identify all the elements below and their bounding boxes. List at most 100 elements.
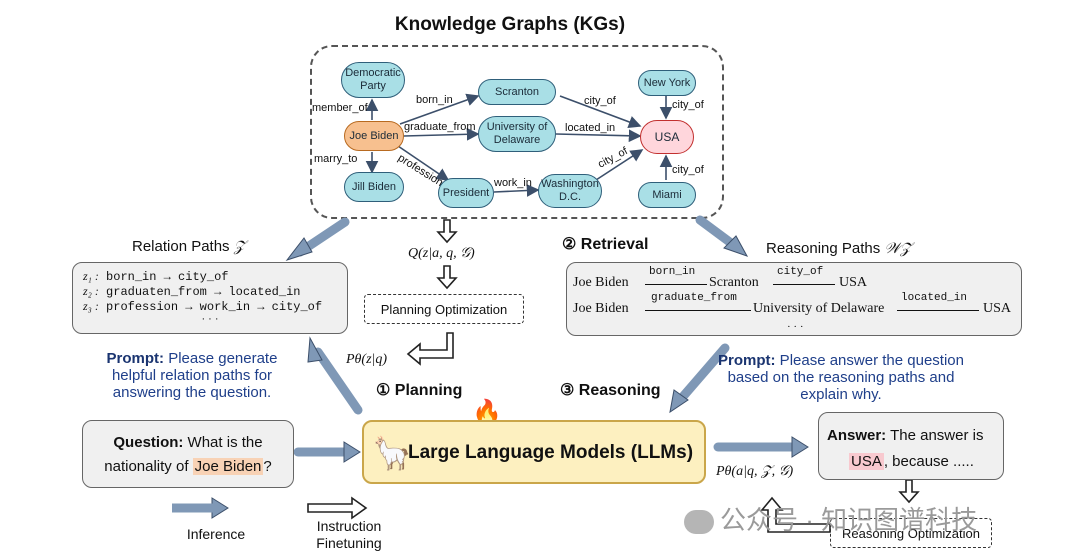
reasoning-relation: located_in — [901, 292, 968, 304]
relation-paths-label: Relation Paths — [132, 238, 230, 255]
node-new-york: New York — [638, 70, 696, 96]
legend-inference-label: Inference — [186, 526, 246, 542]
question-box: Question: What is the nationality of Joe… — [82, 420, 294, 488]
legend-finetuning-label: Instruction Finetuning — [316, 518, 382, 551]
reasoning-paths-box: Joe Biden born_in Scranton city_of USA J… — [566, 262, 1022, 336]
relation-path-item: z₁ : born_in → city_of — [83, 269, 337, 284]
edge-scranton-usa — [559, 95, 642, 129]
node-usa: USA — [640, 120, 694, 154]
watermark: 公众号 · 知识图谱科技 — [684, 500, 977, 537]
answer-line-1: Answer: The answer is — [827, 423, 995, 449]
relation-path-id: z₁ : — [83, 269, 99, 283]
hollow-arrow-planning-return — [406, 332, 454, 366]
relation-path-item: z₃ : profession → work_in → city_of — [83, 299, 337, 314]
reasoning-relation: graduate_from — [651, 292, 737, 304]
diagram-title: Knowledge Graphs (KGs) — [394, 14, 626, 35]
relation-paths-ellipsis: · · · — [201, 313, 219, 325]
arrow-reasoning-to-llm — [675, 343, 730, 405]
reasoning-arrow — [645, 310, 751, 311]
label-member-of: member_of — [312, 102, 368, 114]
question-line-1: Question: What is the — [91, 431, 285, 455]
relation-path-item: z₂ : graduaten_from → located_in — [83, 284, 337, 299]
watermark-text: 公众号 · 知识图谱科技 — [720, 505, 978, 535]
node-scranton: Scranton — [478, 79, 556, 105]
reasoning-paths-title: Reasoning Paths 𝒲𝒵 — [766, 240, 912, 258]
hollow-arrow-answer-down — [898, 479, 920, 504]
answer-text: , because ..... — [883, 453, 974, 470]
answer-box: Answer: The answer is USA, because ..... — [818, 412, 1004, 480]
question-label: Question: — [113, 434, 184, 451]
question-line-2: nationality of Joe Biden? — [91, 455, 285, 479]
reasoning-arrow — [897, 310, 979, 311]
arrow-kg-to-reasoning-paths — [695, 215, 740, 251]
relation-paths-title: Relation Paths 𝒵 — [132, 238, 245, 256]
edge-graduate-from — [403, 127, 480, 141]
relation-path-text: profession → work_in → city_of — [106, 300, 323, 314]
node-democratic-party: Democratic Party — [341, 62, 405, 98]
relation-path-id: z₃ : — [83, 299, 99, 313]
reasoning-row-2: Joe Biden graduate_from University of De… — [573, 292, 1013, 321]
reasoning-entity: Joe Biden — [573, 301, 629, 316]
step-planning: ① Planning — [376, 382, 463, 399]
prompt-text: Please answer the question based on the … — [727, 352, 964, 403]
reasoning-relation: born_in — [649, 266, 696, 278]
reasoning-arrow — [645, 284, 707, 285]
relation-path-id: z₂ : — [83, 284, 99, 298]
question-text: nationality of — [104, 458, 193, 475]
question-entity-highlight: Joe Biden — [192, 458, 264, 475]
reasoning-entity: USA — [839, 275, 868, 290]
node-miami: Miami — [638, 182, 696, 208]
relation-paths-symbol: 𝒵 — [233, 239, 246, 255]
reasoning-arrow — [773, 284, 835, 285]
reasoning-optimization-box: Reasoning Optimization — [830, 518, 992, 548]
answer-text: The answer is — [886, 427, 984, 444]
node-washington-dc: Washington D.C. — [538, 174, 602, 208]
answer-label: Answer: — [827, 427, 887, 444]
answer-entity-highlight: USA — [849, 453, 884, 470]
arrow-llm-to-relation-paths — [313, 347, 363, 415]
question-text: ? — [263, 458, 272, 475]
label-located-in: located_in — [565, 122, 616, 134]
planning-optimization-box: Planning Optimization — [364, 294, 524, 324]
reasoning-paths-ellipsis: · · · — [787, 321, 804, 333]
relation-path-text: graduaten_from → located_in — [106, 285, 301, 299]
step-reasoning: ③ Reasoning — [560, 382, 661, 399]
prompt-text: Please generate helpful relation paths f… — [111, 350, 278, 401]
label-city-of-miami: city_of — [672, 164, 704, 176]
edge-born-in — [399, 93, 480, 125]
p-answer-formula: Pθ(a|q, 𝒵, 𝒢) — [716, 464, 794, 479]
label-city-of-ny: city_of — [672, 99, 704, 111]
wechat-icon — [684, 510, 714, 535]
hollow-arrow-reasoning-return — [760, 496, 831, 533]
prompt-label: Prompt: — [718, 352, 776, 369]
question-text: What is the — [183, 434, 263, 451]
kg-container — [310, 45, 724, 219]
hollow-arrow-q-to-planning — [436, 265, 458, 290]
edge-work-in — [493, 184, 540, 197]
reasoning-entity: Joe Biden — [573, 275, 629, 290]
node-joe-biden: Joe Biden — [344, 121, 404, 151]
node-president: President — [438, 178, 494, 208]
prompt-label: Prompt: — [106, 350, 165, 367]
label-work-in: work_in — [494, 177, 532, 189]
label-born-in: born_in — [416, 94, 453, 106]
label-marry-to: marry_to — [314, 153, 358, 165]
node-jill-biden: Jill Biden — [344, 172, 404, 202]
relation-paths-box: z₁ : born_in → city_of z₂ : graduaten_fr… — [72, 262, 348, 334]
relation-path-text: born_in → city_of — [106, 270, 229, 284]
reasoning-entity: University of Delaware — [753, 301, 885, 316]
hollow-arrow-kg-to-q — [436, 219, 458, 244]
edge-ud-usa — [555, 129, 642, 143]
label-city-of-scranton: city_of — [584, 95, 616, 107]
answer-line-2: USA, because ..... — [827, 449, 995, 475]
prompt-planning: Prompt: Please generate helpful relation… — [86, 350, 298, 401]
llm-label: Large Language Models (LLMs) — [408, 442, 694, 463]
legend-finetuning-arrow — [307, 496, 368, 520]
label-graduate-from: graduate_from — [404, 121, 476, 133]
node-university-of-delaware: University of Delaware — [478, 116, 556, 152]
edge-profession — [397, 145, 450, 181]
reasoning-row-1: Joe Biden born_in Scranton city_of USA — [573, 266, 1013, 295]
llm-box: 🦙 Large Language Models (LLMs) — [362, 420, 706, 484]
reasoning-paths-label: Reasoning Paths — [766, 240, 881, 257]
